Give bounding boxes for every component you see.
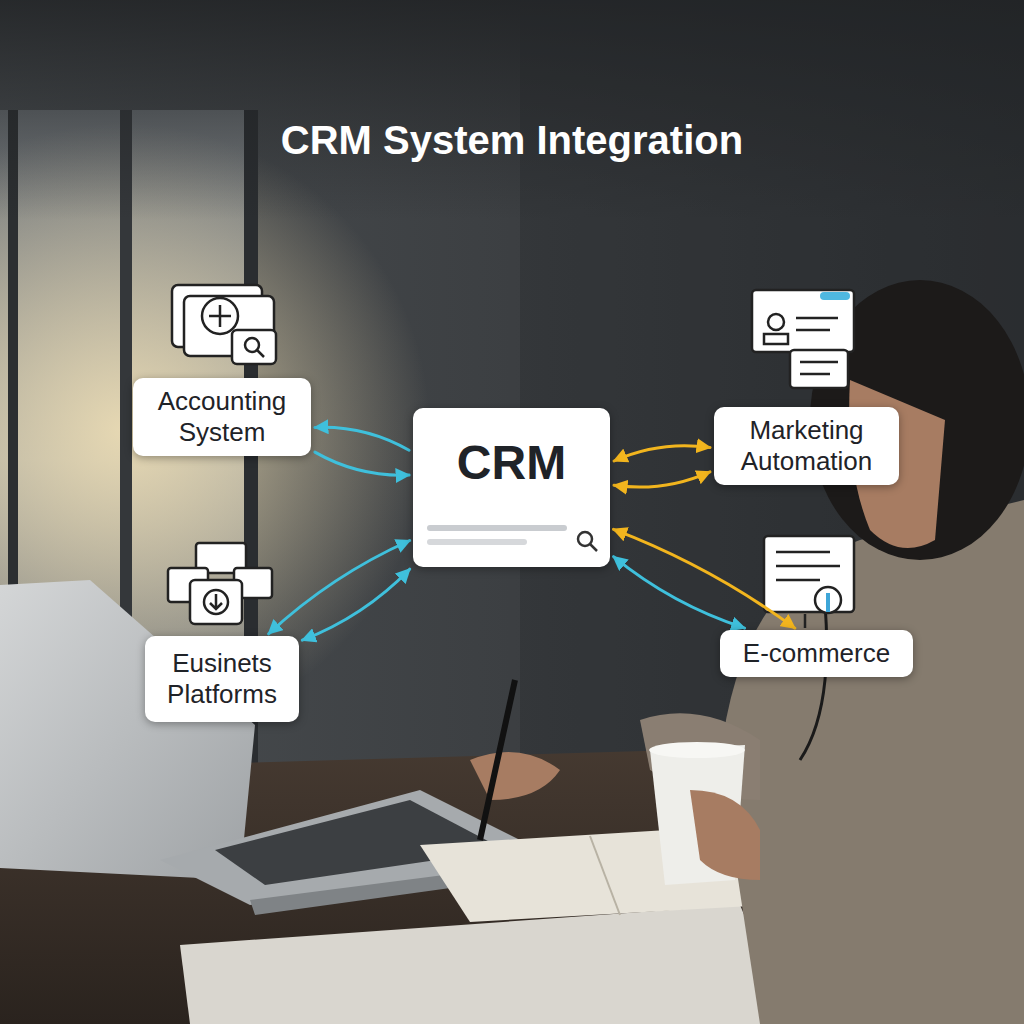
platforms-icon xyxy=(168,543,272,624)
integration-arrow xyxy=(614,472,710,487)
node-label: Eusinets Platforms xyxy=(155,648,289,710)
node-label: Accounting System xyxy=(143,386,301,448)
system-box: Eusinets Platforms xyxy=(145,636,299,722)
integration-arrow xyxy=(302,569,409,640)
integration-arrow xyxy=(315,452,409,475)
integration-arrow xyxy=(614,529,795,628)
integration-arrow xyxy=(614,557,745,628)
integration-arrow xyxy=(315,427,409,450)
system-box: Accounting System xyxy=(133,378,311,456)
system-box: Marketing Automation xyxy=(714,407,899,485)
node-label: Marketing Automation xyxy=(724,415,889,477)
node-label: E-commerce xyxy=(743,638,890,669)
search-bar-decoration xyxy=(425,519,605,559)
system-box: E-commerce xyxy=(720,630,913,677)
integration-arrow xyxy=(269,541,410,634)
diagram-title: CRM System Integration xyxy=(0,118,1024,163)
node-label: CRM xyxy=(457,434,566,492)
crm-hub-box: CRM xyxy=(413,408,610,567)
accounting-icon xyxy=(172,285,276,364)
marketing-icon xyxy=(752,290,854,388)
integration-arrow xyxy=(614,446,710,461)
